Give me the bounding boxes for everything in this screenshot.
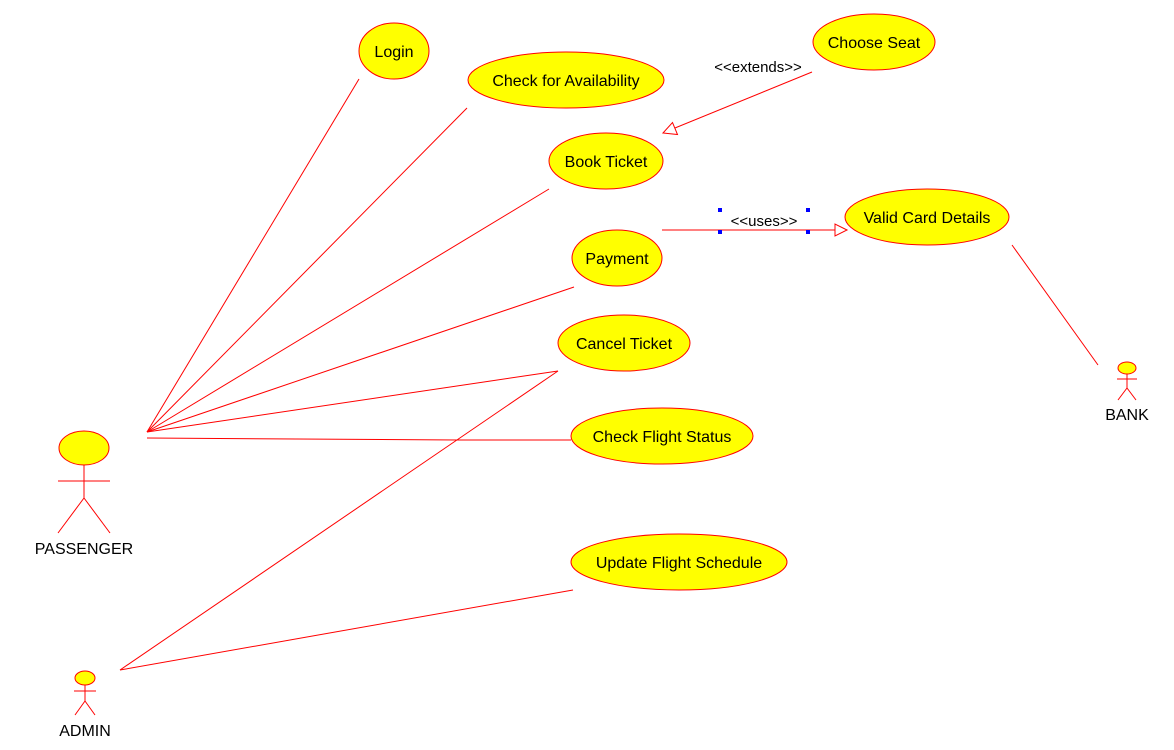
actor-admin[interactable]: ADMIN <box>59 670 111 740</box>
usecase-label: Payment <box>585 251 649 268</box>
usecase-ellipse <box>467 51 665 109</box>
usecase-ellipse <box>570 407 754 465</box>
extends-label: <<extends>> <box>714 59 802 76</box>
assoc-passenger-login <box>146 78 360 433</box>
usecase-label: Valid Card Details <box>864 210 991 227</box>
selection-handle[interactable] <box>806 208 810 212</box>
usecase-update-flight-schedule[interactable]: Update Flight Schedule <box>570 533 788 591</box>
assoc-passenger-check-flight-status <box>146 437 571 441</box>
uses-arrowhead <box>834 223 849 237</box>
actor-leg-left <box>1117 387 1128 401</box>
extends-line <box>674 71 813 129</box>
actor-label: PASSENGER <box>35 541 133 558</box>
actor-head <box>58 430 110 466</box>
usecase-ellipse <box>358 22 430 80</box>
usecase-check-flight-status[interactable]: Check Flight Status <box>570 407 754 465</box>
usecase-label: Update Flight Schedule <box>596 555 762 572</box>
actor-bank[interactable]: BANK <box>1105 361 1149 424</box>
usecase-label: Book Ticket <box>565 154 648 171</box>
assoc-bank-valid-card-details <box>1011 244 1099 366</box>
usecase-cancel-ticket[interactable]: Cancel Ticket <box>557 314 691 372</box>
usecase-ellipse <box>571 229 663 287</box>
usecase-check-availability[interactable]: Check for Availability <box>467 51 665 109</box>
extends-relationship[interactable] <box>661 71 813 136</box>
usecase-payment[interactable]: Payment <box>571 229 663 287</box>
actor-label: BANK <box>1105 407 1149 424</box>
usecase-ellipse <box>812 13 936 71</box>
selection-handle[interactable] <box>806 230 810 234</box>
assoc-passenger-payment <box>146 286 575 433</box>
usecase-ellipse <box>557 314 691 372</box>
usecase-login[interactable]: Login <box>358 22 430 80</box>
usecase-label: Login <box>374 44 413 61</box>
usecase-ellipse <box>548 132 664 190</box>
actor-leg-right <box>84 700 96 716</box>
actor-leg-right <box>83 497 111 534</box>
selection-handle[interactable] <box>718 208 722 212</box>
assoc-admin-cancel-ticket <box>119 370 559 671</box>
actor-label: ADMIN <box>59 723 111 740</box>
actor-leg-left <box>74 700 86 716</box>
uses-relationship[interactable] <box>662 208 849 237</box>
usecase-label: Check Flight Status <box>593 429 732 446</box>
uses-label: <<uses>> <box>731 213 798 230</box>
usecase-label: Choose Seat <box>828 35 921 52</box>
usecase-book-ticket[interactable]: Book Ticket <box>548 132 664 190</box>
assoc-passenger-cancel-ticket <box>146 370 559 433</box>
actor-leg-left <box>57 497 85 534</box>
usecase-ellipse <box>570 533 788 591</box>
actor-head <box>74 670 96 686</box>
selection-handle[interactable] <box>718 230 722 234</box>
extends-arrowhead <box>661 121 679 136</box>
usecase-ellipse <box>844 188 1010 246</box>
actor-head <box>1117 361 1137 375</box>
actor-passenger[interactable]: PASSENGER <box>35 430 133 558</box>
usecase-label: Check for Availability <box>492 73 639 90</box>
usecase-choose-seat[interactable]: Choose Seat <box>812 13 936 71</box>
usecase-label: Cancel Ticket <box>576 336 673 353</box>
usecase-valid-card-details[interactable]: Valid Card Details <box>844 188 1010 246</box>
actor-leg-right <box>1126 387 1137 401</box>
assoc-admin-update-flight-schedule <box>119 589 574 671</box>
assoc-passenger-book-ticket <box>146 188 550 433</box>
assoc-passenger-check-availability <box>146 107 468 433</box>
